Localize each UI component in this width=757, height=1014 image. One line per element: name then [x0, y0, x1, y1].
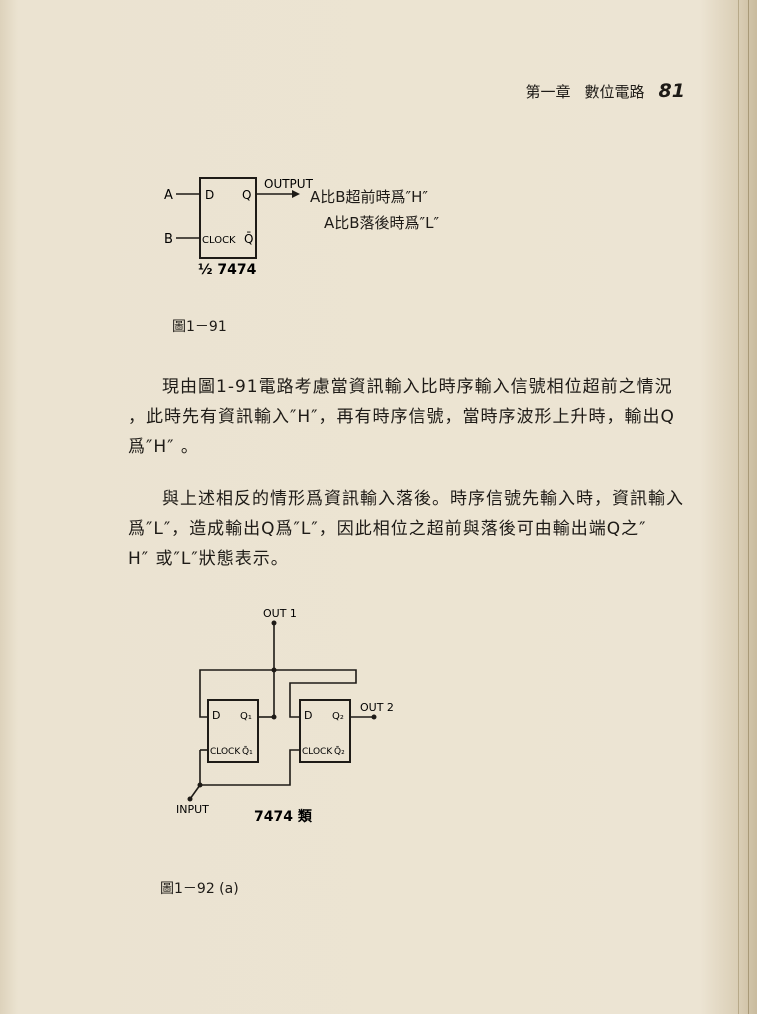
page-number: 81	[658, 80, 685, 102]
pin-q-label: Q	[242, 188, 251, 202]
chip-label: ½ 7474	[198, 262, 257, 278]
chapter-title: 數位電路	[584, 83, 645, 101]
paragraph-line: 與上述相反的情形爲資訊輸入落後。時序信號先輸入時，資訊輸入	[162, 489, 684, 509]
output-label: OUTPUT	[264, 177, 314, 191]
figure-1-92a-caption: 圖1－92 (a)	[160, 881, 239, 897]
ff1-qbar-label: Q̄₁	[242, 745, 253, 757]
chip-label: 7474 類	[254, 809, 313, 825]
ff2-q-label: Q₂	[332, 711, 344, 722]
wire-feedback-d1	[199, 669, 274, 718]
flip-flop-2-box	[299, 699, 351, 763]
ff2-d-label: D	[304, 709, 312, 722]
paragraph-line: ，此時先有資訊輸入″H″，再有時序信號，當時序波形上升時，輸出Q	[128, 407, 675, 427]
ff1-q-label: Q₁	[240, 711, 252, 722]
input-b-label: B	[164, 232, 173, 247]
page-edge-line	[738, 0, 739, 1014]
ff2-clock-label: CLOCK	[302, 747, 333, 757]
wire-clk-bus	[199, 749, 300, 786]
figure-1-91-diagram: A B D Q CLOCK Q̄ OUTPUT ½ 7474	[164, 177, 314, 278]
figure-1-92a-diagram: OUT 1 OUT 2 D Q₁ CLOCK Q̄₁ D Q₂ CLOCK Q̄…	[176, 607, 394, 825]
running-header: 第一章 數位電路 81	[526, 80, 685, 102]
out1-label: OUT 1	[263, 607, 297, 620]
chapter-label: 第一章	[525, 83, 571, 101]
paragraph-2: 與上述相反的情形爲資訊輸入落後。時序信號先輸入時，資訊輸入 爲″L″，造成輸出Q…	[128, 484, 688, 574]
note-line-lag: A比B落後時爲″L″	[324, 214, 440, 232]
figure-1-91-caption: 圖1－91	[172, 319, 227, 335]
ff1-d-label: D	[212, 709, 220, 722]
paragraph-line: 爲″L″，造成輸出Q爲″L″，因此相位之超前與落後可由輸出端Q之″	[128, 519, 647, 539]
wire-feedback-d2	[274, 669, 357, 718]
input-a-label: A	[164, 188, 173, 203]
paragraph-line: H″ 或″L″狀態表示。	[128, 549, 289, 569]
paragraph-line: 現由圖1-91電路考慮當資訊輸入比時序輸入信號相位超前之情況	[162, 377, 673, 397]
figure-1-91-note: A比B超前時爲″H″ A比B落後時爲″L″	[310, 184, 439, 236]
input-terminal	[187, 796, 193, 802]
ff1-clock-label: CLOCK	[210, 747, 241, 757]
paragraph-1: 現由圖1-91電路考慮當資訊輸入比時序輸入信號相位超前之情況 ，此時先有資訊輸入…	[128, 372, 688, 462]
clock-junction	[197, 782, 203, 788]
page-edge-line	[748, 0, 749, 1014]
pin-qbar-label: Q̄	[244, 232, 253, 246]
note-line-lead: A比B超前時爲″H″	[310, 188, 429, 206]
out2-label: OUT 2	[360, 701, 394, 714]
out2-terminal	[371, 714, 377, 720]
input-label: INPUT	[176, 803, 209, 816]
flip-flop-box	[199, 177, 257, 259]
out1-terminal	[271, 620, 277, 626]
output-arrow-icon	[292, 190, 300, 198]
paragraph-line: 爲″H″ 。	[128, 437, 199, 457]
q1-junction	[271, 714, 277, 720]
pin-d-label: D	[205, 188, 214, 202]
ff2-qbar-label: Q̄₂	[334, 745, 345, 757]
flip-flop-1-box	[207, 699, 259, 763]
pin-clock-label: CLOCK	[202, 235, 236, 246]
wire-input	[189, 784, 201, 800]
